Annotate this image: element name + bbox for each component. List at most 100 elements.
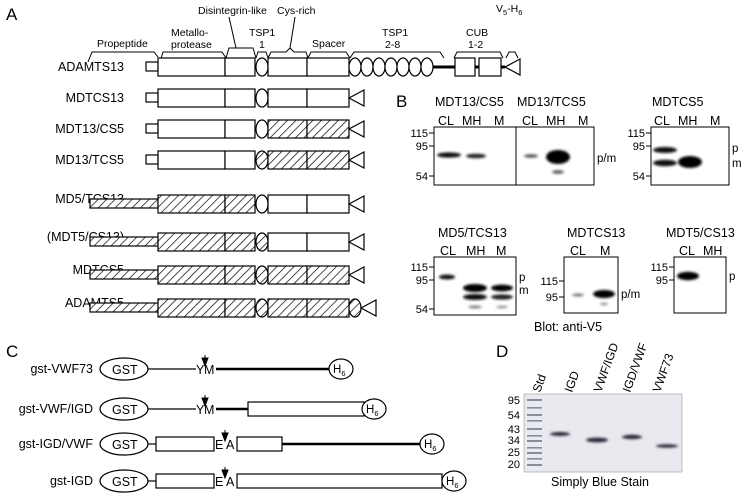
band xyxy=(678,156,702,168)
gel-band-vwf73 xyxy=(656,444,678,448)
mw-marker: 43 xyxy=(508,424,520,436)
blot-title: MDTCS5 xyxy=(652,95,703,109)
band xyxy=(524,154,538,158)
label-tsp28-a: TSP1 xyxy=(382,27,408,39)
mw-marker: 95 xyxy=(508,395,520,407)
gst-label: GST xyxy=(112,438,138,452)
construct-label: MDTCS13 xyxy=(66,91,124,105)
construct-label: gst-VWF/IGD xyxy=(19,402,93,416)
band xyxy=(491,294,513,300)
construct-diagrams xyxy=(89,57,521,318)
mw-marker: 54 xyxy=(633,171,645,183)
gel-mw-markers: 95 54 43 34 25 20 xyxy=(508,395,520,471)
panel-letter-a: A xyxy=(6,5,18,24)
label-cub-b: 1-2 xyxy=(468,39,483,51)
blot-title: MD13/TCS5 xyxy=(517,95,586,109)
label-tag: V5-H6 xyxy=(496,3,522,17)
construct-row-md5-tcs13 xyxy=(89,194,365,214)
blot-md13-tcs5: MD13/TCS5 CL MH M p/m xyxy=(515,95,616,186)
domain-brackets xyxy=(87,16,519,63)
label-cys-rich: Cys-rich xyxy=(277,5,316,17)
lane-label: VWF73 xyxy=(650,351,677,394)
label-metallo-2: protease xyxy=(171,39,212,51)
lane-label: M xyxy=(710,114,720,128)
band xyxy=(437,152,461,158)
cleavage-residue: Y xyxy=(196,363,205,377)
cleavage-arrow-icon xyxy=(201,395,209,408)
blot-membrane xyxy=(673,256,727,314)
his-tag-label: H6 xyxy=(366,404,378,418)
label-metallo-1: Metallo- xyxy=(171,27,209,39)
mw-marker: 115 xyxy=(410,128,428,140)
band xyxy=(466,153,486,159)
lane-label: CL xyxy=(570,244,586,258)
blot-caption: Blot: anti-V5 xyxy=(534,320,602,334)
gst-row-vwf73: GST Y M H6 xyxy=(99,355,354,381)
cleavage-residue: E xyxy=(215,475,223,489)
lane-label: M xyxy=(496,244,506,258)
mw-marker: 34 xyxy=(508,435,520,447)
construct-row-mdtcs13 xyxy=(145,88,365,108)
cleavage-residue: M xyxy=(204,363,214,377)
construct-label: gst-IGD xyxy=(50,474,93,488)
lane-label: CL xyxy=(522,114,538,128)
panel-a: A Propeptide Metallo- protease Disintegr… xyxy=(6,3,522,318)
gst-construct-labels: gst-VWF73 gst-VWF/IGD gst-IGD/VWF gst-IG… xyxy=(19,362,94,488)
lane-label: M xyxy=(578,114,588,128)
construct-label: gst-VWF73 xyxy=(30,362,93,376)
mw-marker: 54 xyxy=(416,171,428,183)
mw-marker: 115 xyxy=(627,128,645,140)
lane-label: MH xyxy=(678,114,697,128)
mw-marker: 95 xyxy=(416,141,428,153)
lane-label: MH xyxy=(462,114,481,128)
side-label: p xyxy=(519,272,525,284)
label-cub-a: CUB xyxy=(466,27,488,39)
band xyxy=(546,150,570,164)
domain-labels: Propeptide Metallo- protease Disintegrin… xyxy=(97,3,522,51)
construct-label: MD13/TCS5 xyxy=(55,153,124,167)
side-label: p/m xyxy=(597,153,616,165)
construct-row-adamts13 xyxy=(145,57,521,77)
lane-label: VWF/IGD xyxy=(591,341,622,394)
lane-label: CL xyxy=(679,244,695,258)
construct-label: MDT13/CS5 xyxy=(55,122,124,136)
mw-marker: 95 xyxy=(656,275,668,287)
band xyxy=(552,170,564,174)
label-disintegrin: Disintegrin-like xyxy=(198,5,267,17)
cleavage-residue: A xyxy=(226,475,235,489)
lane-label: MH xyxy=(546,114,565,128)
band xyxy=(496,305,508,309)
blot-mdt13-cs5: MDT13/CS5 CL MH M 115 95 54 xyxy=(410,95,517,186)
mw-marker: 115 xyxy=(650,262,668,274)
band xyxy=(593,290,615,298)
blot-mdt5-cs13: MDT5/CS13 CL MH 115 95 p xyxy=(650,226,735,314)
cleavage-residue: A xyxy=(226,438,235,452)
cleavage-residue: E xyxy=(215,438,223,452)
mw-marker: 95 xyxy=(546,292,558,304)
construct-label: gst-IGD/VWF xyxy=(19,437,94,451)
label-tsp1-1a: TSP1 xyxy=(249,27,275,39)
blot-title: MD5/TCS13 xyxy=(438,226,507,240)
gst-row-igd-vwf: GST E A H6 xyxy=(99,430,445,456)
band xyxy=(463,294,487,300)
cleavage-arrow-icon xyxy=(201,355,209,368)
gel-lane-labels: Std IGD VWF/IGD IGD/VWF VWF73 xyxy=(530,341,677,394)
mw-marker: 115 xyxy=(410,262,428,274)
band xyxy=(653,159,677,167)
ladder-bands xyxy=(527,399,542,466)
mw-marker: 54 xyxy=(416,304,428,316)
gst-label: GST xyxy=(112,403,138,417)
band xyxy=(600,302,608,306)
gel-band-vwf-igd xyxy=(586,437,608,443)
construct-row-mdtcs5 xyxy=(89,265,365,285)
lane-label: CL xyxy=(440,244,456,258)
lane-label: CL xyxy=(438,114,454,128)
lane-label: IGD/VWF xyxy=(620,341,651,394)
gel-image xyxy=(523,393,683,473)
panel-letter-c: C xyxy=(6,342,18,361)
gel-band-igd-vwf xyxy=(622,434,642,440)
blot-membrane xyxy=(563,256,619,314)
construct-label: ADAMTS13 xyxy=(58,60,124,74)
gel-caption: Simply Blue Stain xyxy=(551,475,649,489)
mw-marker: 25 xyxy=(508,447,520,459)
